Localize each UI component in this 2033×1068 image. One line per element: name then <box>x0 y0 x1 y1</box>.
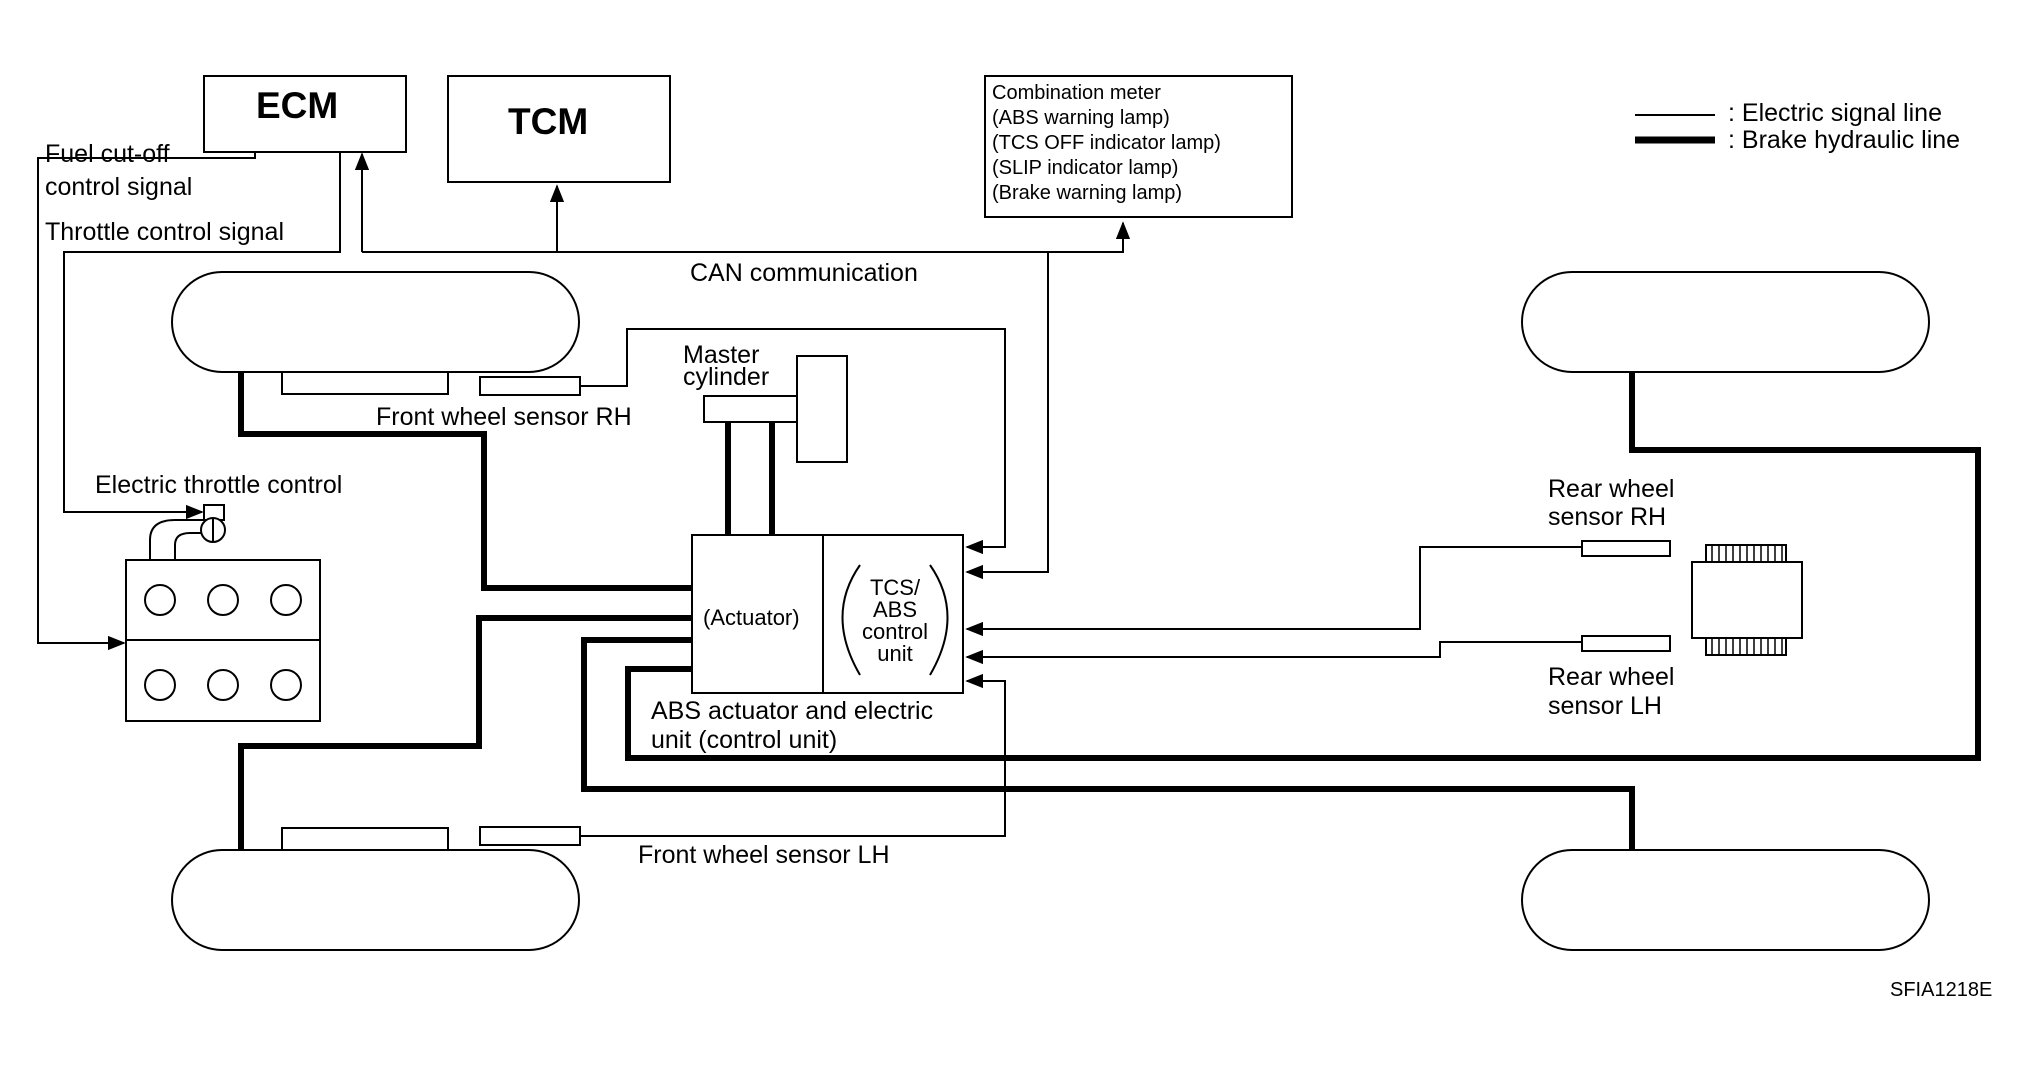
control-unit-left-paren <box>841 564 861 676</box>
figure-code: SFIA1218E <box>1890 979 1993 1001</box>
throttle-signal-label: Throttle control signal <box>45 218 285 246</box>
rear-sensor-lh <box>1581 635 1671 652</box>
fuel-cutoff-label-line1: Fuel cut-off <box>45 140 170 168</box>
tcm-label: TCM <box>508 101 589 142</box>
abs-unit-box <box>691 534 964 694</box>
wheel-front-lh <box>171 849 580 951</box>
combination-meter-box <box>984 75 1293 218</box>
electric-throttle-label: Electric throttle control <box>95 471 343 499</box>
fuel-cutoff-label-line2: control signal <box>45 173 193 201</box>
actuator-label: (Actuator) <box>703 605 800 630</box>
control-unit-label-line4: unit <box>877 641 913 666</box>
combination-meter-line2: (ABS warning lamp) <box>992 107 1170 129</box>
rear-sensor-rh-label-line2: sensor RH <box>1548 503 1667 531</box>
engine-cylinders <box>144 584 302 701</box>
rear-sensor-rh <box>1581 540 1671 557</box>
intake-pipe <box>149 519 205 560</box>
legend-electric-label: : Electric signal line <box>1728 99 1942 127</box>
wheel-rear-rh <box>1521 271 1930 373</box>
master-cylinder-body <box>796 355 848 463</box>
combination-meter-line4: (SLIP indicator lamp) <box>992 157 1179 179</box>
brake-hydraulic-lines <box>238 372 1981 850</box>
front-rh-rotor <box>281 371 449 395</box>
abs-unit-label-line2: unit (control unit) <box>651 726 838 754</box>
rear-rotor-block <box>1691 561 1803 639</box>
combination-meter-line1: Combination meter <box>992 82 1161 104</box>
master-cylinder-label-line1: Master <box>683 341 760 369</box>
control-unit-label-line2: ABS <box>872 597 918 622</box>
ecm-box <box>203 75 407 153</box>
rear-sensor-lh-label-line2: sensor LH <box>1548 692 1662 720</box>
front-sensor-rh-label: Front wheel sensor RH <box>376 403 632 431</box>
rear-sensor-rh-label-line1: Rear wheel <box>1548 475 1675 503</box>
rear-rotor-teeth <box>1711 545 1783 655</box>
control-unit-label-line1: TCS/ <box>869 575 921 600</box>
wheel-front-rh <box>171 271 580 373</box>
tcm-box <box>447 75 671 183</box>
control-unit-right-paren <box>929 564 949 676</box>
rear-sensor-lh-label-line1: Rear wheel <box>1548 663 1675 691</box>
front-sensor-lh-label: Front wheel sensor LH <box>638 841 890 869</box>
ecm-label: ECM <box>256 85 339 126</box>
front-sensor-rh <box>479 376 581 396</box>
abs-unit-label-line1: ABS actuator and electric <box>651 697 934 725</box>
master-cylinder-rod <box>703 395 798 423</box>
combination-meter-line3: (TCS OFF indicator lamp) <box>992 132 1221 154</box>
combination-meter-line5: (Brake warning lamp) <box>992 182 1183 204</box>
legend-hydraulic-label: : Brake hydraulic line <box>1728 126 1961 154</box>
front-sensor-lh <box>479 826 581 846</box>
front-lh-rotor <box>281 827 449 851</box>
control-unit-label-line3: control <box>861 619 929 644</box>
rear-rotor-teeth-top <box>1705 544 1787 563</box>
rear-rotor-teeth-bottom <box>1705 637 1787 656</box>
wheel-rear-lh <box>1521 849 1930 951</box>
can-communication-label: CAN communication <box>690 259 918 287</box>
master-cylinder-label-line2: cylinder <box>683 363 770 391</box>
electric-signal-lines <box>37 152 1582 837</box>
